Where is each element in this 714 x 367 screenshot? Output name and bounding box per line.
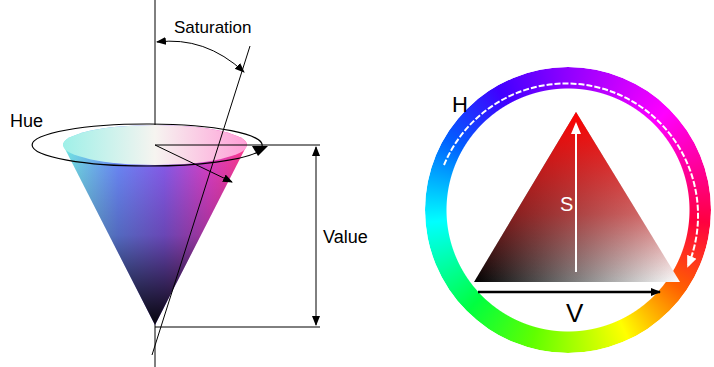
hue-axis-letter: H	[452, 94, 468, 116]
saturation-label: Saturation	[174, 19, 252, 36]
value-label: Value	[323, 228, 368, 246]
value-axis-letter: V	[566, 300, 583, 326]
hue-label: Hue	[10, 112, 43, 130]
saturation-axis-letter: S	[560, 194, 573, 214]
